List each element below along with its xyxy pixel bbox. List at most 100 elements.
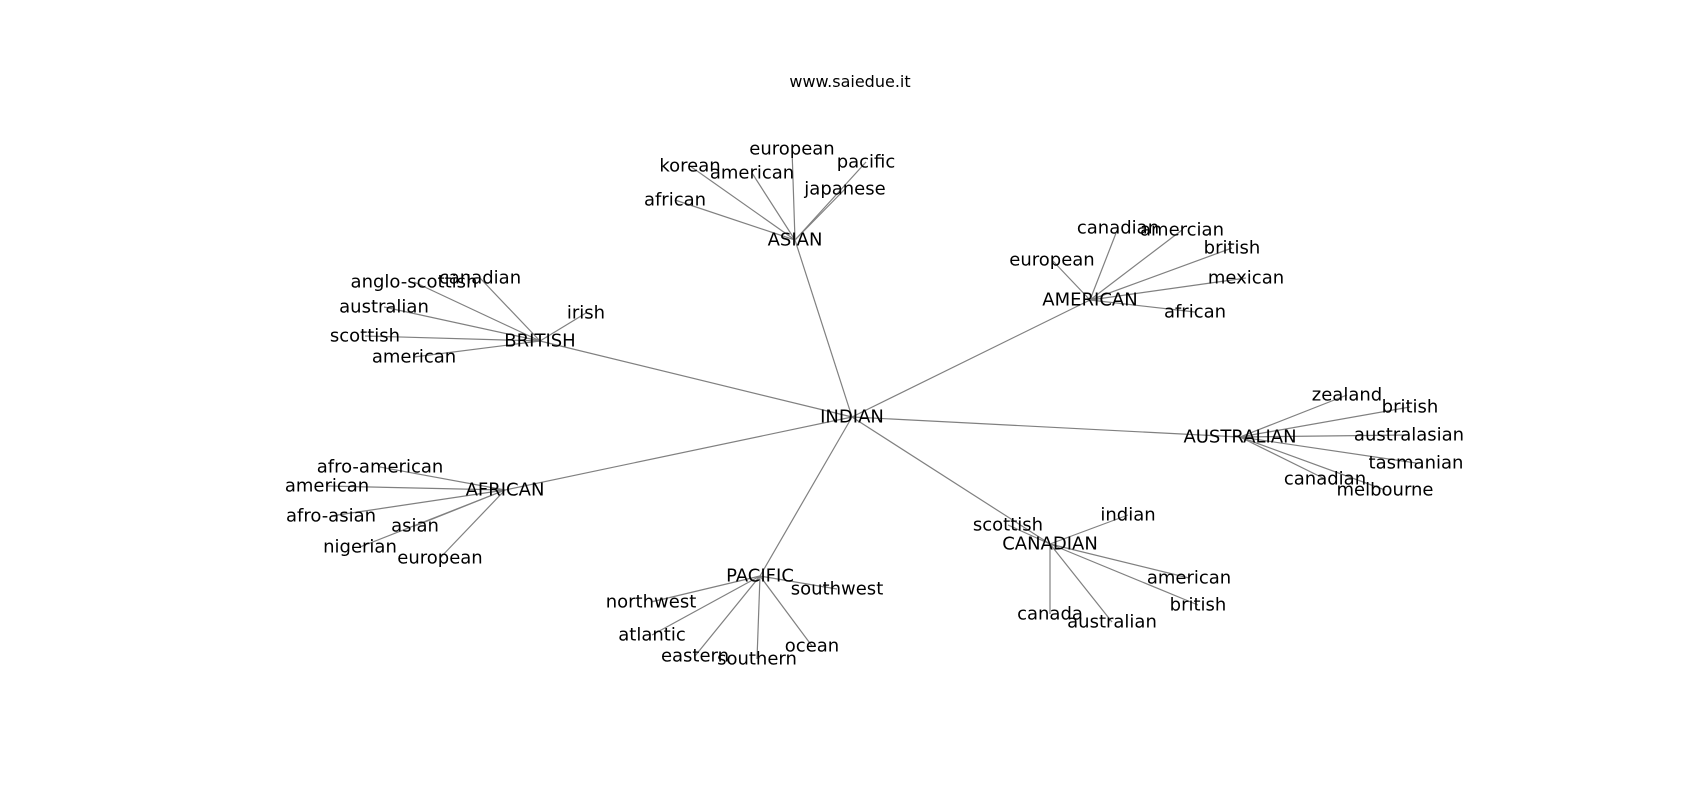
edge-asian-japanese (794, 188, 846, 241)
leaf-node-label: american (285, 476, 369, 497)
edge-african-nigerian (359, 489, 506, 548)
leaf-node-label: pacific (837, 152, 896, 173)
edge-american-canadian (1089, 227, 1119, 301)
edge-australian-tasmanian (1239, 436, 1417, 464)
edge-british-australian (383, 306, 541, 342)
leaf-node-label: british (1204, 238, 1261, 259)
hub-node-label-british: BRITISH (504, 331, 575, 352)
edge-australian-australasian (1239, 434, 1410, 438)
leaf-node-label: tasmanian (1369, 453, 1464, 474)
leaf-node-label: afro-asian (286, 506, 376, 527)
leaf-node-label: british (1170, 595, 1227, 616)
edge-asian-pacific (794, 161, 867, 241)
leaf-node-label: japanese (803, 179, 885, 200)
edge-british-anglo-scottish (413, 281, 541, 342)
edge-african-afro-asian (330, 489, 506, 517)
edge-american-african (1089, 299, 1196, 313)
edge-pacific-southern (756, 575, 761, 660)
leaf-node-label: scottish (330, 326, 400, 347)
leaf-node-label: northwest (606, 592, 697, 613)
edge-asian-american (751, 172, 796, 241)
leaf-node-label: australian (339, 297, 429, 318)
graph-labels: INDIANkoreanamericaneuropeanpacificjapan… (285, 139, 1464, 670)
edge-australian-canadian (1239, 436, 1326, 480)
edge-american-mexican (1089, 277, 1247, 301)
edge-asian-african (674, 199, 796, 241)
edge-canadian-indian (1049, 514, 1129, 545)
leaf-node-label: asian (391, 516, 439, 537)
leaf-node-label: canadian (1284, 469, 1366, 490)
leaf-node-label: anglo-scottish (351, 272, 478, 293)
leaf-node-label: scottish (973, 515, 1043, 536)
edge-canadian-australian (1049, 543, 1113, 623)
leaf-node-label: australian (1067, 612, 1157, 633)
edge-canadian-british (1049, 543, 1199, 606)
edge-pacific-northwest (650, 575, 761, 603)
leaf-node-label: southern (717, 649, 797, 670)
leaf-node-label: atlantic (618, 625, 685, 646)
leaf-node-label: ocean (785, 636, 839, 657)
hub-node-label-pacific: PACIFIC (726, 566, 794, 587)
leaf-node-label: african (1164, 302, 1226, 323)
edge-african-european (439, 489, 506, 559)
leaf-node-label: european (397, 548, 482, 569)
leaf-node-label: southwest (791, 579, 884, 600)
edge-asian-korean (689, 165, 796, 241)
edge-british-scottish (364, 335, 541, 342)
edge-british-canadian (479, 277, 541, 342)
leaf-node-label: zealand (1312, 385, 1382, 406)
leaf-node-label: australasian (1354, 425, 1464, 446)
hub-node-label-australian: AUSTRALIAN (1183, 427, 1296, 448)
site-caption: www.saiedue.it (789, 72, 911, 91)
edge-african-american (326, 485, 506, 491)
edge-canadian-scottish (1007, 524, 1051, 545)
edge-center-pacific (759, 416, 853, 577)
edge-center-asian (794, 239, 853, 418)
edge-british-american (413, 340, 541, 358)
edge-center-australian (851, 416, 1241, 438)
edge-african-afro-american (379, 466, 506, 491)
edge-center-african (504, 416, 853, 491)
leaf-node-label: amercian (1140, 220, 1224, 241)
hub-node-label-american: AMERICAN (1042, 290, 1137, 311)
hub-node-label-canadian: CANADIAN (1002, 534, 1098, 555)
edge-pacific-southwest (759, 575, 838, 590)
edge-pacific-atlantic (651, 575, 761, 636)
leaf-node-label: canadian (1077, 218, 1159, 239)
hub-node-label-african: AFRICAN (466, 480, 545, 501)
leaf-node-label: irish (567, 303, 605, 324)
leaf-node-label: european (749, 139, 834, 160)
leaf-node-label: american (710, 163, 794, 184)
edge-american-european (1051, 259, 1091, 301)
edge-american-amercian (1089, 229, 1183, 301)
center-node-label: INDIAN (820, 407, 884, 428)
leaf-node-label: european (1009, 250, 1094, 271)
edge-center-canadian (851, 416, 1051, 545)
edge-asian-european (791, 148, 796, 241)
edge-center-american (851, 299, 1091, 418)
leaf-node-label: american (1147, 568, 1231, 589)
edge-australian-zealand (1239, 394, 1348, 438)
leaf-node-label: british (1382, 397, 1439, 418)
leaf-node-label: korean (659, 156, 720, 177)
leaf-node-label: mexican (1208, 268, 1284, 289)
leaf-node-label: african (644, 190, 706, 211)
leaf-node-label: canada (1017, 604, 1083, 625)
edge-pacific-ocean (759, 575, 813, 647)
edge-pacific-eastern (694, 575, 761, 657)
edge-canadian-american (1049, 543, 1190, 579)
edge-american-british (1089, 247, 1233, 301)
edge-center-british (539, 340, 853, 418)
leaf-node-label: canadian (439, 268, 521, 289)
edge-australian-melbourne (1239, 436, 1386, 491)
edge-british-irish (539, 312, 587, 342)
leaf-node-label: nigerian (323, 537, 397, 558)
edge-australian-british (1239, 406, 1411, 438)
leaf-node-label: american (372, 347, 456, 368)
leaf-node-label: afro-american (317, 457, 444, 478)
hub-node-label-asian: ASIAN (768, 230, 823, 251)
leaf-node-label: melbourne (1336, 480, 1433, 501)
leaf-node-label: indian (1100, 505, 1155, 526)
graph-edges (326, 148, 1417, 660)
